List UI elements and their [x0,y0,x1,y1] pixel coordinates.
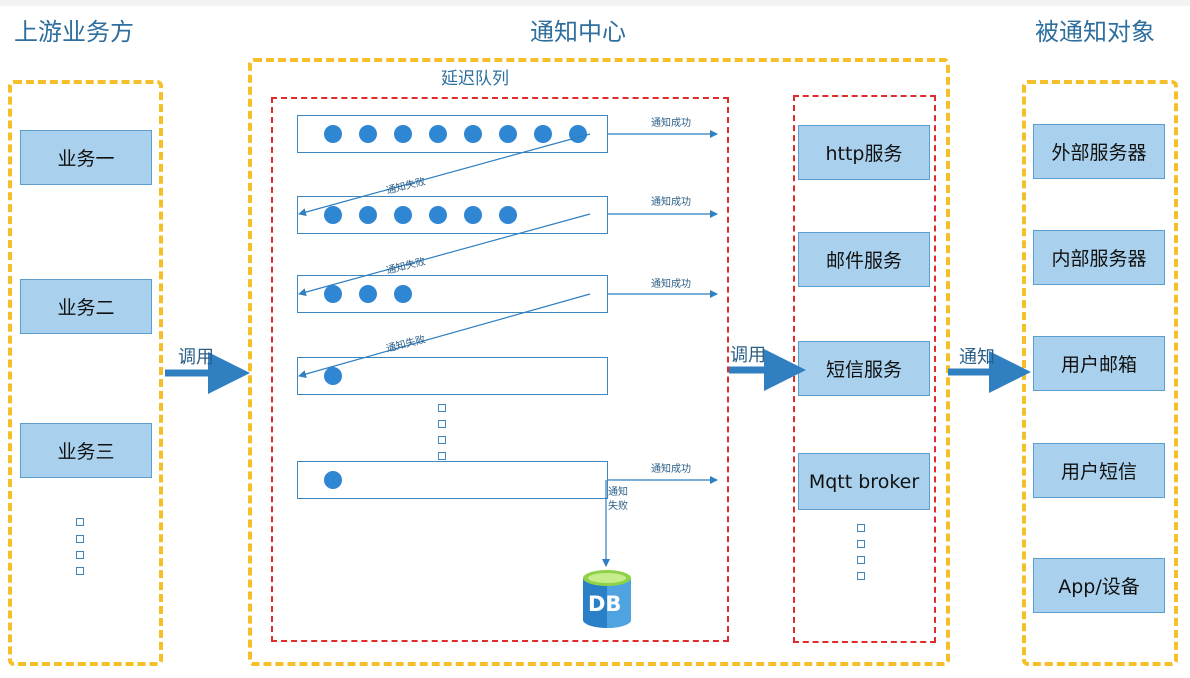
upstream-item-1: 业务一 [20,130,152,185]
ellipsis-square [438,404,446,412]
queue-dot [394,125,412,143]
queue-lane-3 [297,275,608,313]
queue-dot [464,125,482,143]
queue-dot [394,206,412,224]
delay-queue-title: 延迟队列 [441,69,509,89]
queue-dot [499,125,517,143]
upstream-frame [8,80,163,666]
delay-queue-frame [271,97,729,642]
queue-dot [324,206,342,224]
ellipsis-square [438,436,446,444]
queue-lane-5 [297,461,608,499]
database-icon [583,570,631,628]
fail-arrow-1 [298,133,591,217]
ellipsis-square [76,551,84,559]
success-label-1: 通知成功 [651,118,691,129]
ellipsis-square [76,535,84,543]
target-app-device: App/设备 [1033,558,1165,613]
ellipsis-square [438,452,446,460]
call-label-upstream: 调用 [178,347,214,368]
service-http: http服务 [798,125,930,180]
heading-notification-center: 通知中心 [530,18,626,46]
fail-label-vertical-top: 通知 [608,487,628,498]
target-user-mailbox: 用户邮箱 [1033,336,1165,391]
heading-upstream: 上游业务方 [14,18,134,46]
queue-dot [429,125,447,143]
queue-dot [359,285,377,303]
fail-label-vertical: 通知 失败 [605,486,631,514]
queue-dot [324,125,342,143]
notify-label: 通知 [959,347,995,368]
queue-dot [394,285,412,303]
queue-dot [534,125,552,143]
heading-targets: 被通知对象 [1035,18,1155,46]
ellipsis-square [76,518,84,526]
target-user-sms: 用户短信 [1033,443,1165,498]
service-mqtt: Mqtt broker [798,453,930,510]
success-label-2: 通知成功 [651,197,691,208]
ellipsis-square [857,540,865,548]
ellipsis-square [857,556,865,564]
queue-dot [324,367,342,385]
target-internal-server: 内部服务器 [1033,230,1165,285]
queue-dot [324,285,342,303]
queue-dot [324,471,342,489]
ellipsis-square [438,420,446,428]
queue-dot [464,206,482,224]
fail-arrow-2 [298,213,591,297]
upstream-item-3: 业务三 [20,423,152,478]
queue-lane-1 [297,115,608,153]
success-label-5: 通知成功 [651,464,691,475]
call-label-services: 调用 [730,345,766,366]
queue-dot [359,125,377,143]
fail-label-vertical-bottom: 失败 [608,501,628,512]
ellipsis-square [857,572,865,580]
success-label-3: 通知成功 [651,279,691,290]
service-sms: 短信服务 [798,341,930,396]
queue-dot [429,206,447,224]
queue-dot [499,206,517,224]
top-strip [0,0,1190,6]
notification-center-frame [248,58,950,666]
queue-lane-2 [297,196,608,234]
target-external-server: 外部服务器 [1033,124,1165,179]
service-email: 邮件服务 [798,232,930,287]
ellipsis-square [857,524,865,532]
fail-arrow-3 [298,293,591,378]
ellipsis-square [76,567,84,575]
upstream-item-2: 业务二 [20,279,152,334]
queue-dot [359,206,377,224]
db-label: DB [588,592,622,616]
queue-lane-4 [297,357,608,395]
